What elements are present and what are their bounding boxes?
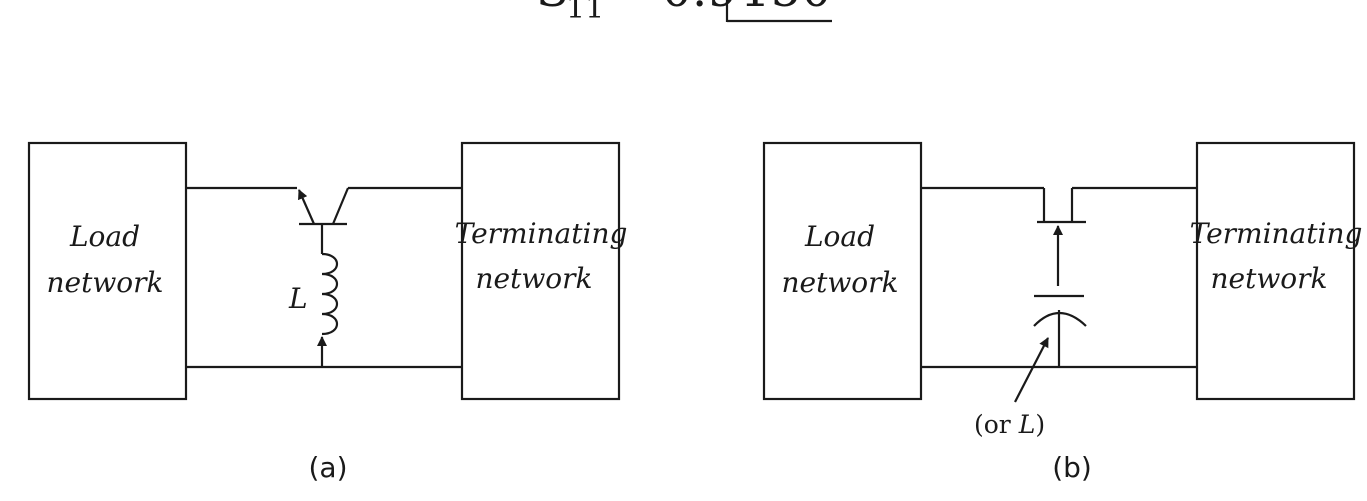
transistor-collector-lead [331, 187, 350, 225]
equation-symbol: S [536, 0, 569, 18]
load-network-label-line1-a: Load [69, 220, 140, 253]
fet-symbol-b [1037, 188, 1086, 286]
load-network-box-a [27, 141, 188, 401]
equation-subscript: 11 [566, 0, 604, 26]
terminating-network-box-a [460, 141, 621, 401]
equation-value: = 0.9 [606, 0, 738, 18]
terminating-network-label-line1-b: Terminating [1190, 217, 1363, 250]
annotation-text-b: (or L) [974, 410, 1045, 439]
terminating-network-label-line1-a: Terminating [455, 217, 628, 250]
terminating-network-box-b [1195, 141, 1356, 401]
terminating-network-label-line2-b: network [1210, 262, 1327, 295]
inductor-coil-a [321, 252, 339, 336]
load-network-label-line2-b: network [781, 266, 898, 299]
s11-equation: S 11 = 0.9 150° [536, 0, 856, 26]
figure-b: Load network Terminating network (or L) … [762, 141, 1363, 484]
annotation-arrow-b [1014, 337, 1049, 403]
transistor-symbol-a [297, 187, 350, 254]
load-network-box-b [762, 141, 923, 401]
figure-a: Load network Terminating network L (a) [27, 141, 628, 484]
caption-a: (a) [308, 451, 347, 484]
inductor-label-a: L [288, 282, 308, 315]
equation-angle: 150° [740, 0, 856, 18]
load-network-label-line1-b: Load [804, 220, 875, 253]
caption-b: (b) [1052, 451, 1092, 484]
load-network-label-line2-a: network [46, 266, 163, 299]
terminating-network-label-line2-a: network [475, 262, 592, 295]
capacitor-symbol-b [1033, 294, 1087, 367]
transistor-emitter-arrow [297, 189, 316, 225]
